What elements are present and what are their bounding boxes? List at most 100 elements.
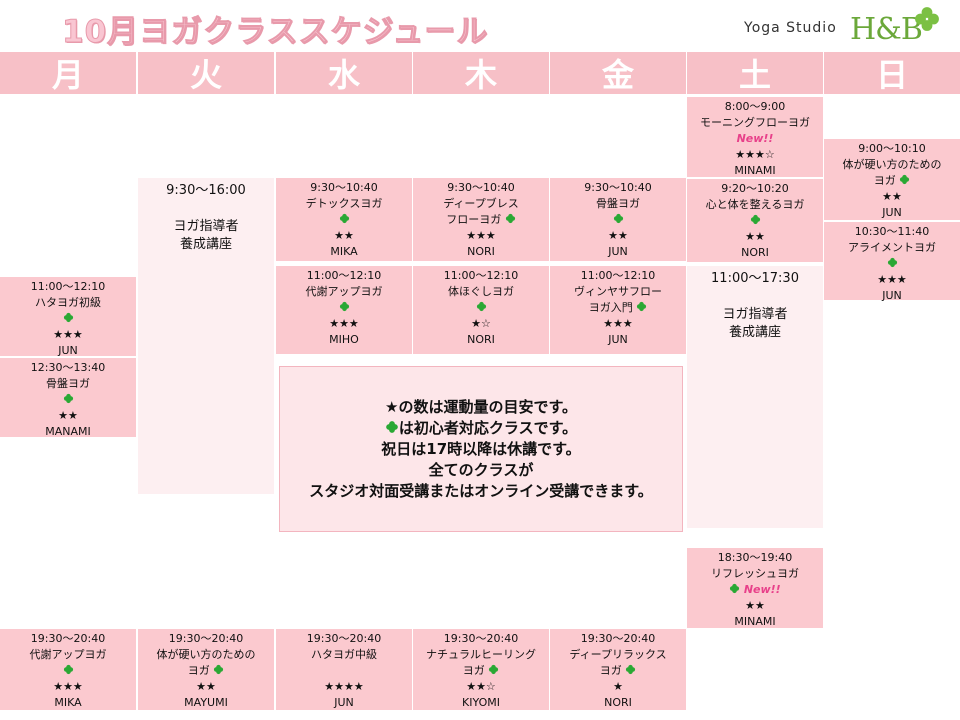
class-cell-mon-3: 19:30～20:40 代謝アップヨガ ★★★ MIKA: [0, 629, 136, 710]
notice-box: ★の数は運動量の目安です。 は初心者対応クラスです。 祝日は17時以降は休講です…: [279, 366, 683, 532]
class-cell-fri-2: 11:00～12:10 ヴィンヤサフロー ヨガ入門 ★★★ JUN: [550, 266, 686, 354]
class-teacher: MINAMI: [734, 615, 776, 628]
class-name: 代謝アップヨガ: [29, 648, 107, 661]
class-time: 9:30～10:40: [584, 181, 652, 194]
class-cell-sat-2: 9:20～10:20 心と体を整えるヨガ ★★ NORI: [687, 179, 823, 262]
class-time: 19:30～20:40: [443, 632, 519, 645]
class-stars: ★★: [608, 229, 628, 242]
class-cell-wed-2: 11:00～12:10 代謝アップヨガ ★★★ MIHO: [276, 266, 412, 354]
class-name-line2: ヨガ: [599, 664, 622, 677]
new-badge: New!!: [743, 583, 781, 596]
clover-icon: [339, 213, 349, 224]
class-teacher: JUN: [882, 206, 902, 219]
class-teacher: JUN: [58, 344, 78, 357]
class-cell-thu-2: 11:00～12:10 体ほぐしヨガ ★☆ NORI: [413, 266, 549, 354]
clover-icon: [887, 257, 897, 268]
notice-line-2: は初心者対応クラスです。: [398, 418, 578, 437]
class-time: 11:00～12:10: [443, 269, 519, 282]
class-teacher: KIYOMI: [462, 696, 500, 709]
clover-icon: [613, 213, 623, 224]
class-stars: ★★: [882, 190, 902, 203]
class-stars: ★☆: [471, 317, 491, 330]
class-cell-mon-2: 12:30～13:40 骨盤ヨガ ★★ MANAMI: [0, 358, 136, 438]
class-stars: ★★: [196, 680, 216, 693]
clover-icon: [489, 664, 499, 675]
class-stars: ★★★: [877, 273, 907, 286]
class-stars: ★★: [334, 229, 354, 242]
class-name-line1: ヴィンヤサフロー: [574, 285, 662, 298]
class-time: 19:30～20:40: [306, 632, 382, 645]
clover-icon: [730, 583, 740, 594]
day-header-sat: 土: [687, 52, 823, 94]
notice-line-4: 全てのクラスが: [428, 460, 534, 479]
class-name-line2: フローヨガ: [446, 213, 502, 226]
class-cell-wed-1: 9:30～10:40 デトックスヨガ ★★ MIKA: [276, 178, 412, 261]
class-time: 19:30～20:40: [30, 632, 106, 645]
class-name-line1: ディープリラックス: [569, 648, 667, 661]
class-time: 11:00～12:10: [580, 269, 656, 282]
class-teacher: NORI: [604, 696, 632, 709]
class-time: 19:30～20:40: [168, 632, 244, 645]
class-name-line1: ナチュラルヒーリング: [426, 648, 536, 661]
class-cell-sat-4: 18:30～19:40 リフレッシュヨガ New!! ★★ MINAMI: [687, 548, 823, 628]
clover-icon: [63, 312, 73, 323]
class-teacher: MINAMI: [734, 164, 776, 177]
class-cell-mon-1: 11:00～12:10 ハタヨガ初級 ★★★ JUN: [0, 277, 136, 357]
day-header-fri: 金: [550, 52, 686, 94]
class-cell-tue-2: 19:30～20:40 体が硬い方のための ヨガ ★★ MAYUMI: [138, 629, 274, 710]
class-time: 11:00～12:10: [30, 280, 106, 293]
class-stars: ★★★★: [324, 680, 364, 693]
notice-line-5: スタジオ対面受講またはオンライン受講できます。: [309, 481, 653, 500]
class-teacher: NORI: [741, 246, 769, 259]
clover-icon: [900, 174, 910, 185]
class-name-line1: ディープブレス: [443, 197, 519, 210]
class-time: 18:30～19:40: [717, 551, 793, 564]
class-stars: ★★★: [329, 317, 359, 330]
class-time: 9:20～10:20: [721, 182, 789, 195]
class-stars: ★★★: [466, 229, 496, 242]
class-name-line1: 体が硬い方のための: [842, 158, 942, 171]
class-teacher: JUN: [882, 289, 902, 302]
class-cell-fri-3: 19:30～20:40 ディープリラックス ヨガ ★ NORI: [550, 629, 686, 710]
clover-icon: [750, 214, 760, 225]
class-name-line2: ヨガ: [187, 664, 210, 677]
class-cell-sat-3: 11:00～17:30 ヨガ指導者 養成講座: [687, 266, 823, 346]
day-header-thu: 木: [413, 52, 549, 94]
class-stars: ★: [613, 680, 623, 693]
notice-line-1: ★の数は運動量の目安です。: [385, 397, 577, 416]
class-name: 体ほぐしヨガ: [448, 285, 514, 298]
clover-logo-icon: [915, 7, 939, 31]
class-time: 9:30～10:40: [310, 181, 378, 194]
class-time: 9:30～10:40: [447, 181, 515, 194]
clover-icon: [339, 301, 349, 312]
class-name-line2: ヨガ: [873, 174, 896, 187]
class-name-line1: ヨガ指導者: [173, 219, 239, 234]
class-name: モーニングフローヨガ: [700, 116, 810, 129]
day-header-wed: 水: [276, 52, 412, 94]
class-teacher: MANAMI: [45, 425, 91, 438]
class-name: 心と体を整えるヨガ: [705, 198, 805, 211]
class-time: 11:00～17:30: [711, 271, 799, 286]
class-time: 9:30～16:00: [166, 183, 246, 198]
clover-icon: [63, 393, 73, 404]
class-stars: ★★☆: [466, 680, 496, 693]
class-name-line1: 体が硬い方のための: [156, 648, 256, 661]
class-teacher: JUN: [608, 333, 628, 346]
class-stars: ★★: [58, 409, 78, 422]
clover-icon: [637, 301, 647, 312]
class-cell-thu-1: 9:30～10:40 ディープブレス フローヨガ ★★★ NORI: [413, 178, 549, 261]
class-teacher: MIKA: [330, 245, 358, 258]
class-stars: ★★★: [53, 680, 83, 693]
class-name-line2: ヨガ: [462, 664, 485, 677]
clover-icon: [214, 664, 224, 675]
clover-icon: [63, 664, 73, 675]
class-cell-sun-2: 10:30～11:40 アライメントヨガ ★★★ JUN: [824, 222, 960, 302]
class-stars: ★★: [745, 230, 765, 243]
notice-line-3: 祝日は17時以降は休講です。: [381, 439, 581, 458]
class-teacher: NORI: [467, 245, 495, 258]
class-time: 9:00～10:10: [858, 142, 926, 155]
clover-icon: [386, 420, 398, 433]
class-stars: ★★: [745, 599, 765, 612]
class-cell-sat-1: 8:00～9:00 モーニングフローヨガ New!! ★★★☆ MINAMI: [687, 97, 823, 177]
clover-icon: [626, 664, 636, 675]
